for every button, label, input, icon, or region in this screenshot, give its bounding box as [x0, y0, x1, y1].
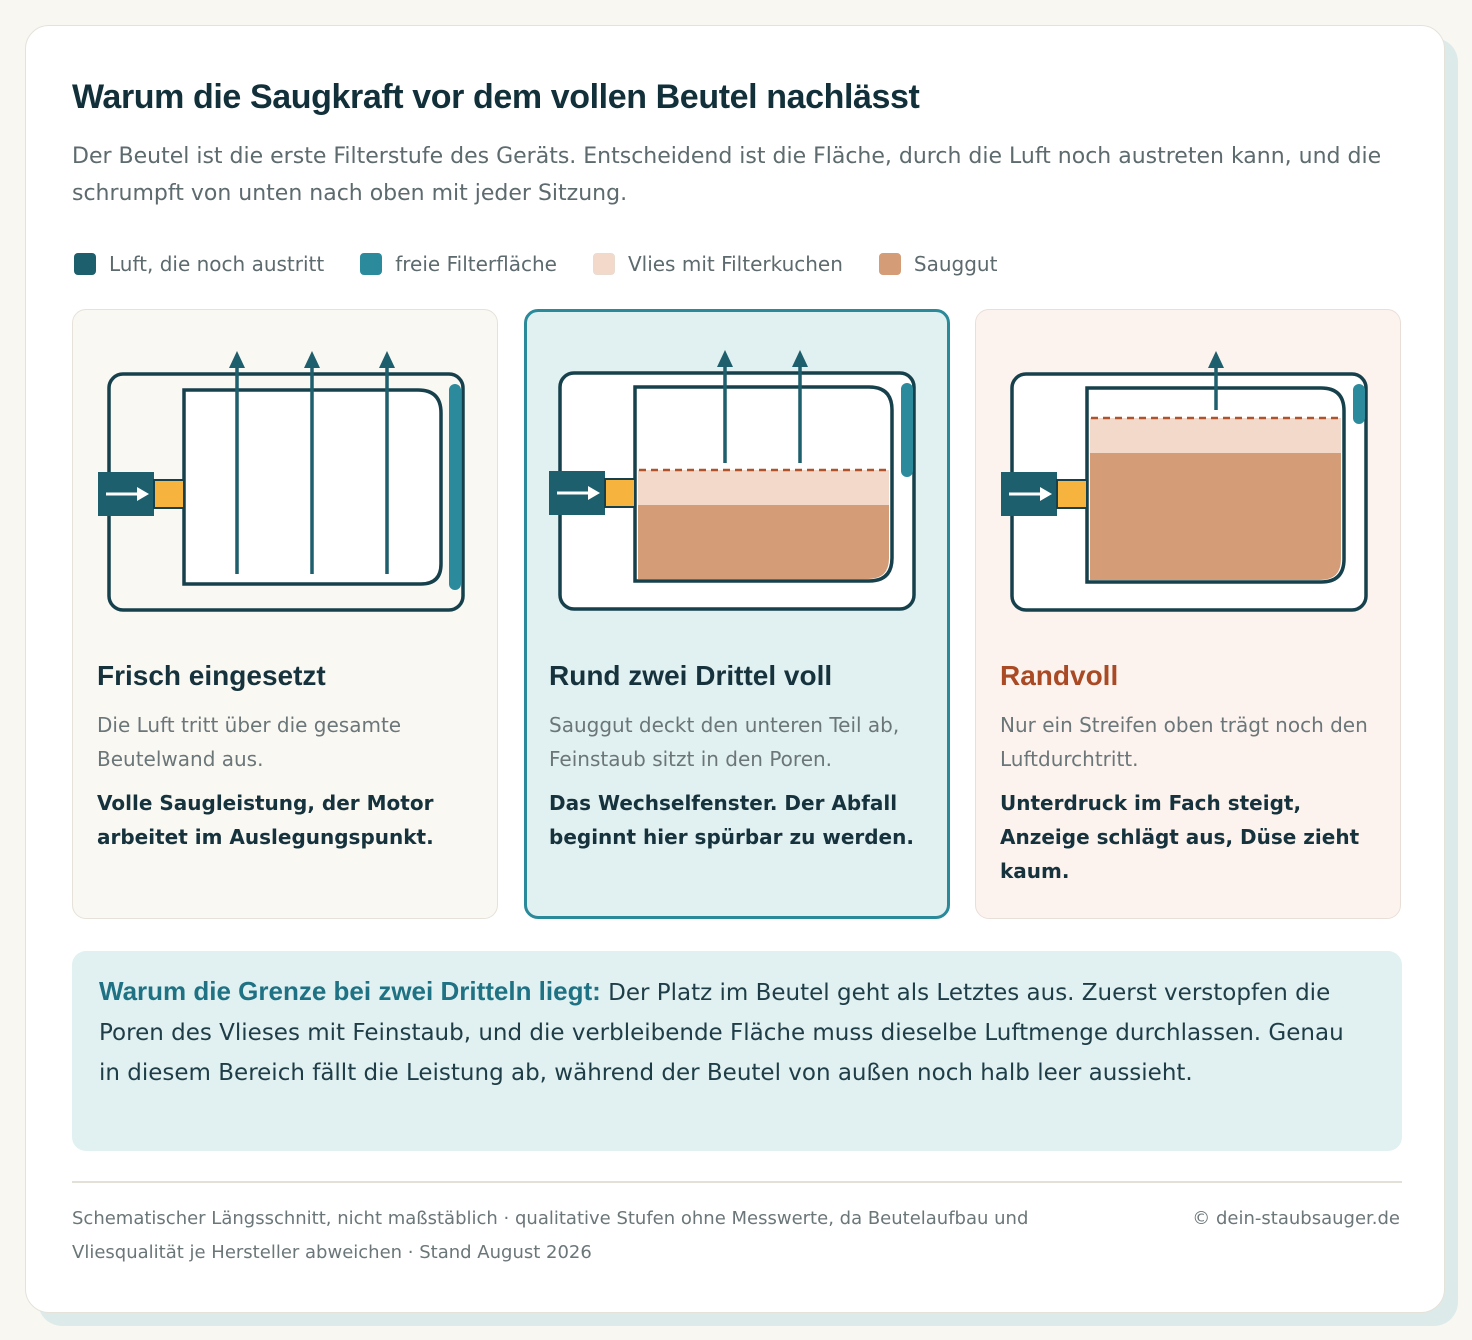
legend-label-free-filter: freie Filterfläche: [395, 252, 557, 276]
footer-divider: [72, 1181, 1402, 1183]
bag-diagram-two-thirds: [549, 350, 916, 611]
stage-note: Das Wechselfenster. Der Abfall beginnt h…: [549, 791, 914, 849]
stage-card-two-thirds: Rund zwei Drittel voll Sauggut deckt den…: [524, 309, 950, 919]
stage-description: Die Luft tritt über die gesamte Beutelwa…: [97, 713, 402, 771]
credit-link[interactable]: © dein-staubsauger.de: [1192, 1208, 1400, 1229]
nozzle-collar: [604, 478, 636, 508]
nozzle-collar: [1056, 479, 1088, 509]
legend-label-filter-cake: Vlies mit Filterkuchen: [627, 252, 843, 276]
debris-fill: [638, 505, 889, 579]
stage-card-fresh: Frisch eingesetzt Die Luft tritt über di…: [72, 309, 498, 919]
legend: Luft, die noch austritt freie Filterfläc…: [74, 252, 1033, 276]
legend-item-air: Luft, die noch austritt: [74, 252, 324, 276]
intake-arrow-icon: [106, 487, 149, 501]
callout-box: Warum die Grenze bei zwei Dritteln liegt…: [72, 951, 1402, 1151]
air-arrow: [304, 351, 320, 574]
stage-note: Unterdruck im Fach steigt, Anzeige schlä…: [1000, 791, 1360, 883]
stage-description: Nur ein Streifen oben trägt noch den Luf…: [1000, 713, 1368, 771]
legend-label-air: Luft, die noch austritt: [109, 252, 325, 276]
filter-face-bar: [901, 383, 913, 477]
legend-item-free-filter: freie Filterfläche: [360, 252, 557, 276]
stage-description: Sauggut deckt den unteren Teil ab, Feins…: [549, 713, 900, 771]
intake-arrow-icon: [557, 486, 600, 500]
callout-text: Der Platz im Beutel geht als Letztes aus…: [99, 980, 1344, 1086]
legend-item-debris: Sauggut: [878, 252, 998, 276]
air-arrow: [792, 350, 808, 463]
infographic-card: Warum die Saugkraft vor dem vollen Beute…: [25, 25, 1445, 1313]
air-arrow: [1208, 351, 1224, 410]
air-arrow: [717, 350, 733, 463]
footnote: Schematischer Längsschnitt, nicht maßstä…: [72, 1208, 1029, 1263]
bag-diagram-full: [1001, 351, 1368, 612]
callout-lead: Warum die Grenze bei zwei Dritteln liegt…: [99, 976, 601, 1006]
stage-card-full: Randvoll Nur ein Streifen oben trägt noc…: [975, 309, 1401, 919]
page-subtitle: Der Beutel ist die erste Filterstufe des…: [72, 144, 1382, 206]
filter-face-bar: [449, 384, 461, 590]
callout-paragraph: Warum die Grenze bei zwei Dritteln liegt…: [99, 971, 1362, 1093]
stage-title: Frisch eingesetzt: [97, 660, 326, 691]
air-arrow: [379, 351, 395, 574]
filter-face-bar: [1353, 384, 1365, 424]
stage-title: Rund zwei Drittel voll: [549, 660, 833, 691]
stage-title: Randvoll: [1000, 660, 1119, 691]
legend-swatch-air: [74, 253, 96, 275]
stage-note: Volle Saugleistung, der Motor arbeitet i…: [97, 791, 434, 849]
intake-arrow-icon: [1009, 487, 1052, 501]
legend-item-filter-cake: Vlies mit Filterkuchen: [592, 252, 843, 276]
legend-swatch-free-filter: [360, 253, 383, 275]
filter-cake-layer: [638, 470, 889, 505]
legend-swatch-filter-cake: [592, 253, 615, 275]
debris-fill: [1090, 453, 1341, 580]
nozzle-collar: [153, 479, 185, 509]
page-title: Warum die Saugkraft vor dem vollen Beute…: [72, 78, 920, 116]
legend-label-debris: Sauggut: [913, 252, 998, 276]
bag-diagram-fresh: [98, 351, 465, 612]
legend-swatch-debris: [878, 253, 901, 275]
air-arrow: [229, 351, 245, 574]
filter-cake-layer: [1090, 418, 1341, 453]
